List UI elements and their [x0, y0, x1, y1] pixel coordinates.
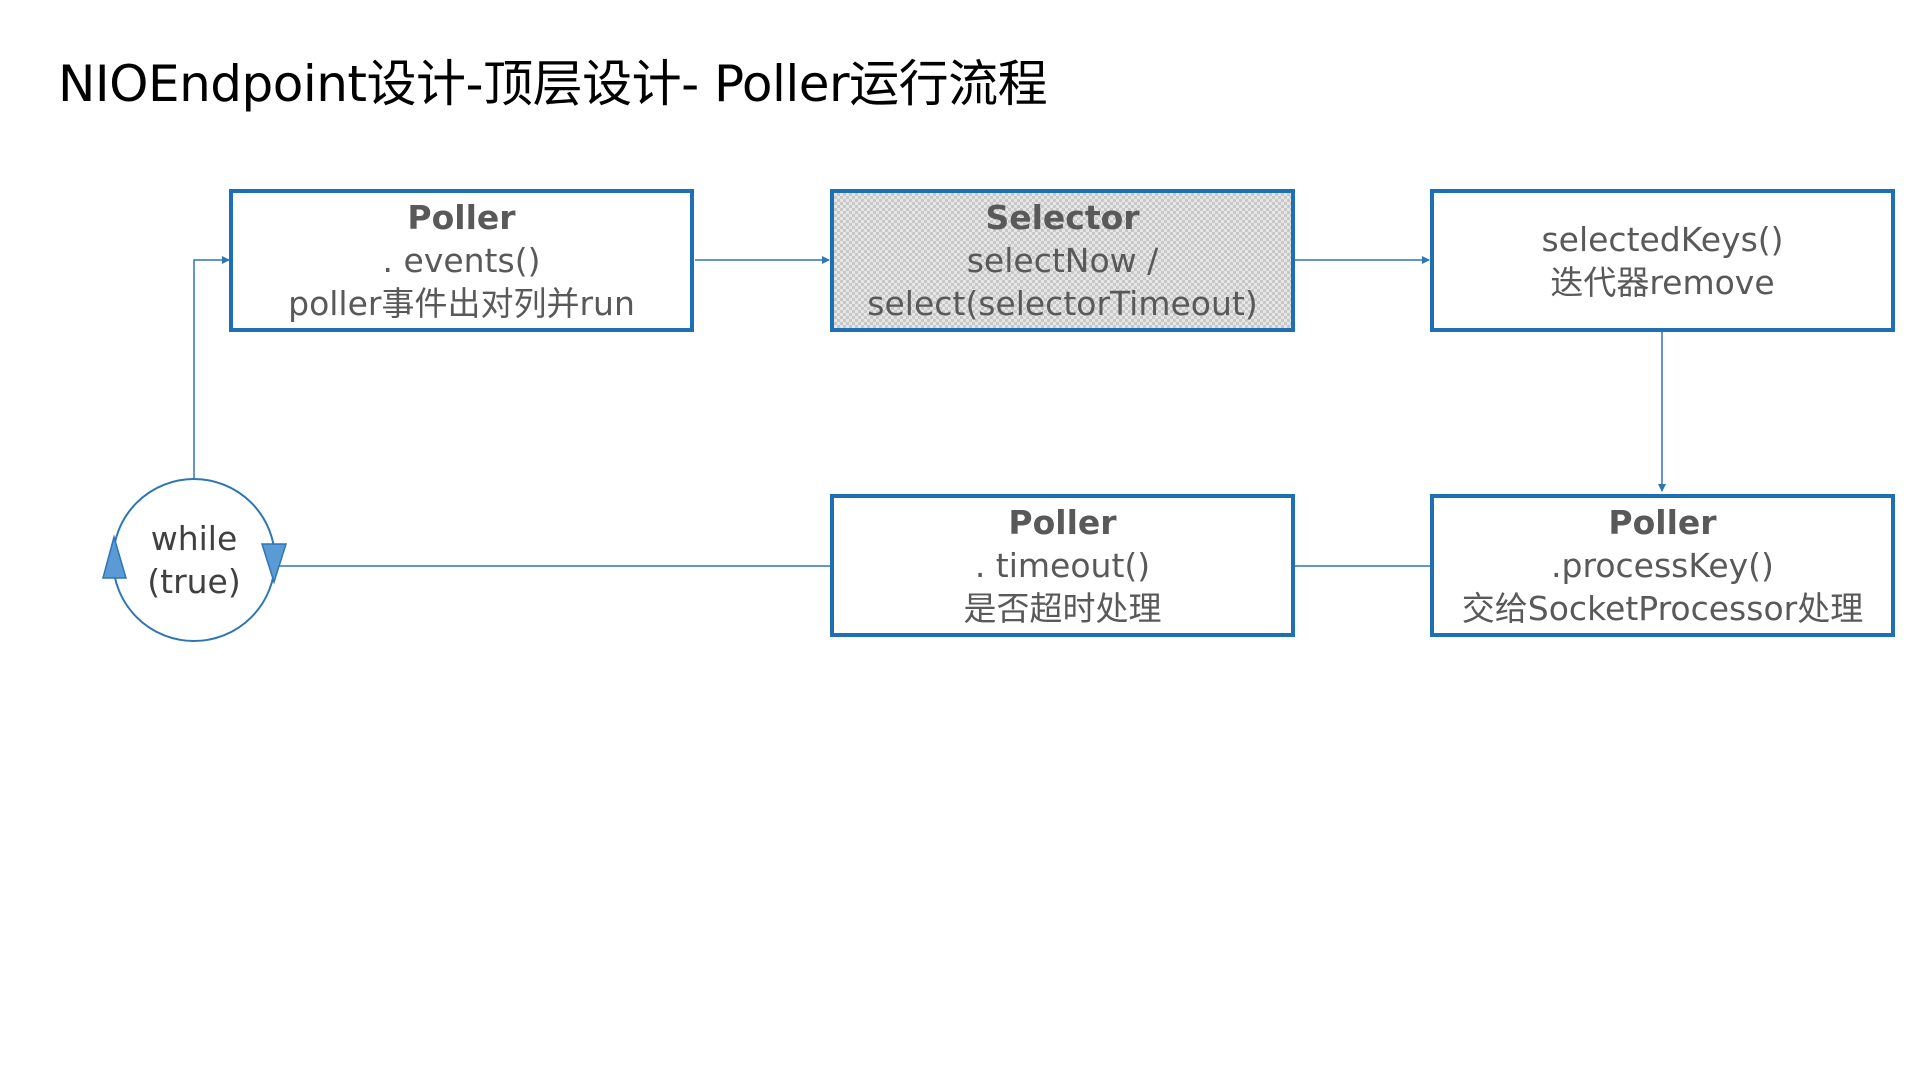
selected-keys-description: 迭代器remove — [1550, 262, 1775, 302]
poller-timeout-heading: Poller — [1008, 503, 1117, 542]
loop-arrow-right-icon — [260, 543, 288, 585]
connector-loop-to-events — [193, 256, 230, 478]
poller-timeout-description: 是否超时处理 — [963, 589, 1162, 628]
poller-events-heading: Poller — [407, 198, 516, 237]
poller-events-box: Poller . events() poller事件出对列并run — [229, 189, 694, 332]
page-title: NIOEndpoint设计-顶层设计- Poller运行流程 — [58, 55, 1048, 113]
loop-arrow-left-icon — [102, 534, 128, 579]
selector-box: Selector selectNow / select(selectorTime… — [830, 189, 1295, 332]
selector-heading: Selector — [985, 198, 1140, 237]
poller-process-key-method: .processKey() — [1551, 546, 1774, 585]
poller-timeout-box: Poller . timeout() 是否超时处理 — [830, 494, 1295, 637]
selected-keys-method: selectedKeys() — [1541, 219, 1784, 259]
poller-process-key-description: 交给SocketProcessor处理 — [1461, 589, 1864, 628]
selector-method: selectNow / — [966, 241, 1159, 280]
poller-events-description: poller事件出对列并run — [288, 284, 635, 323]
selected-keys-box: selectedKeys() 迭代器remove — [1430, 189, 1895, 332]
poller-process-key-box: Poller .processKey() 交给SocketProcessor处理 — [1430, 494, 1895, 637]
loop-label-true: (true) — [147, 562, 241, 601]
poller-timeout-method: . timeout() — [974, 546, 1151, 585]
poller-process-key-heading: Poller — [1608, 503, 1717, 542]
selector-method-timeout: select(selectorTimeout) — [867, 284, 1258, 323]
loop-label: while (true) — [114, 517, 274, 603]
loop-label-while: while — [150, 519, 238, 558]
poller-events-method: . events() — [382, 241, 541, 280]
